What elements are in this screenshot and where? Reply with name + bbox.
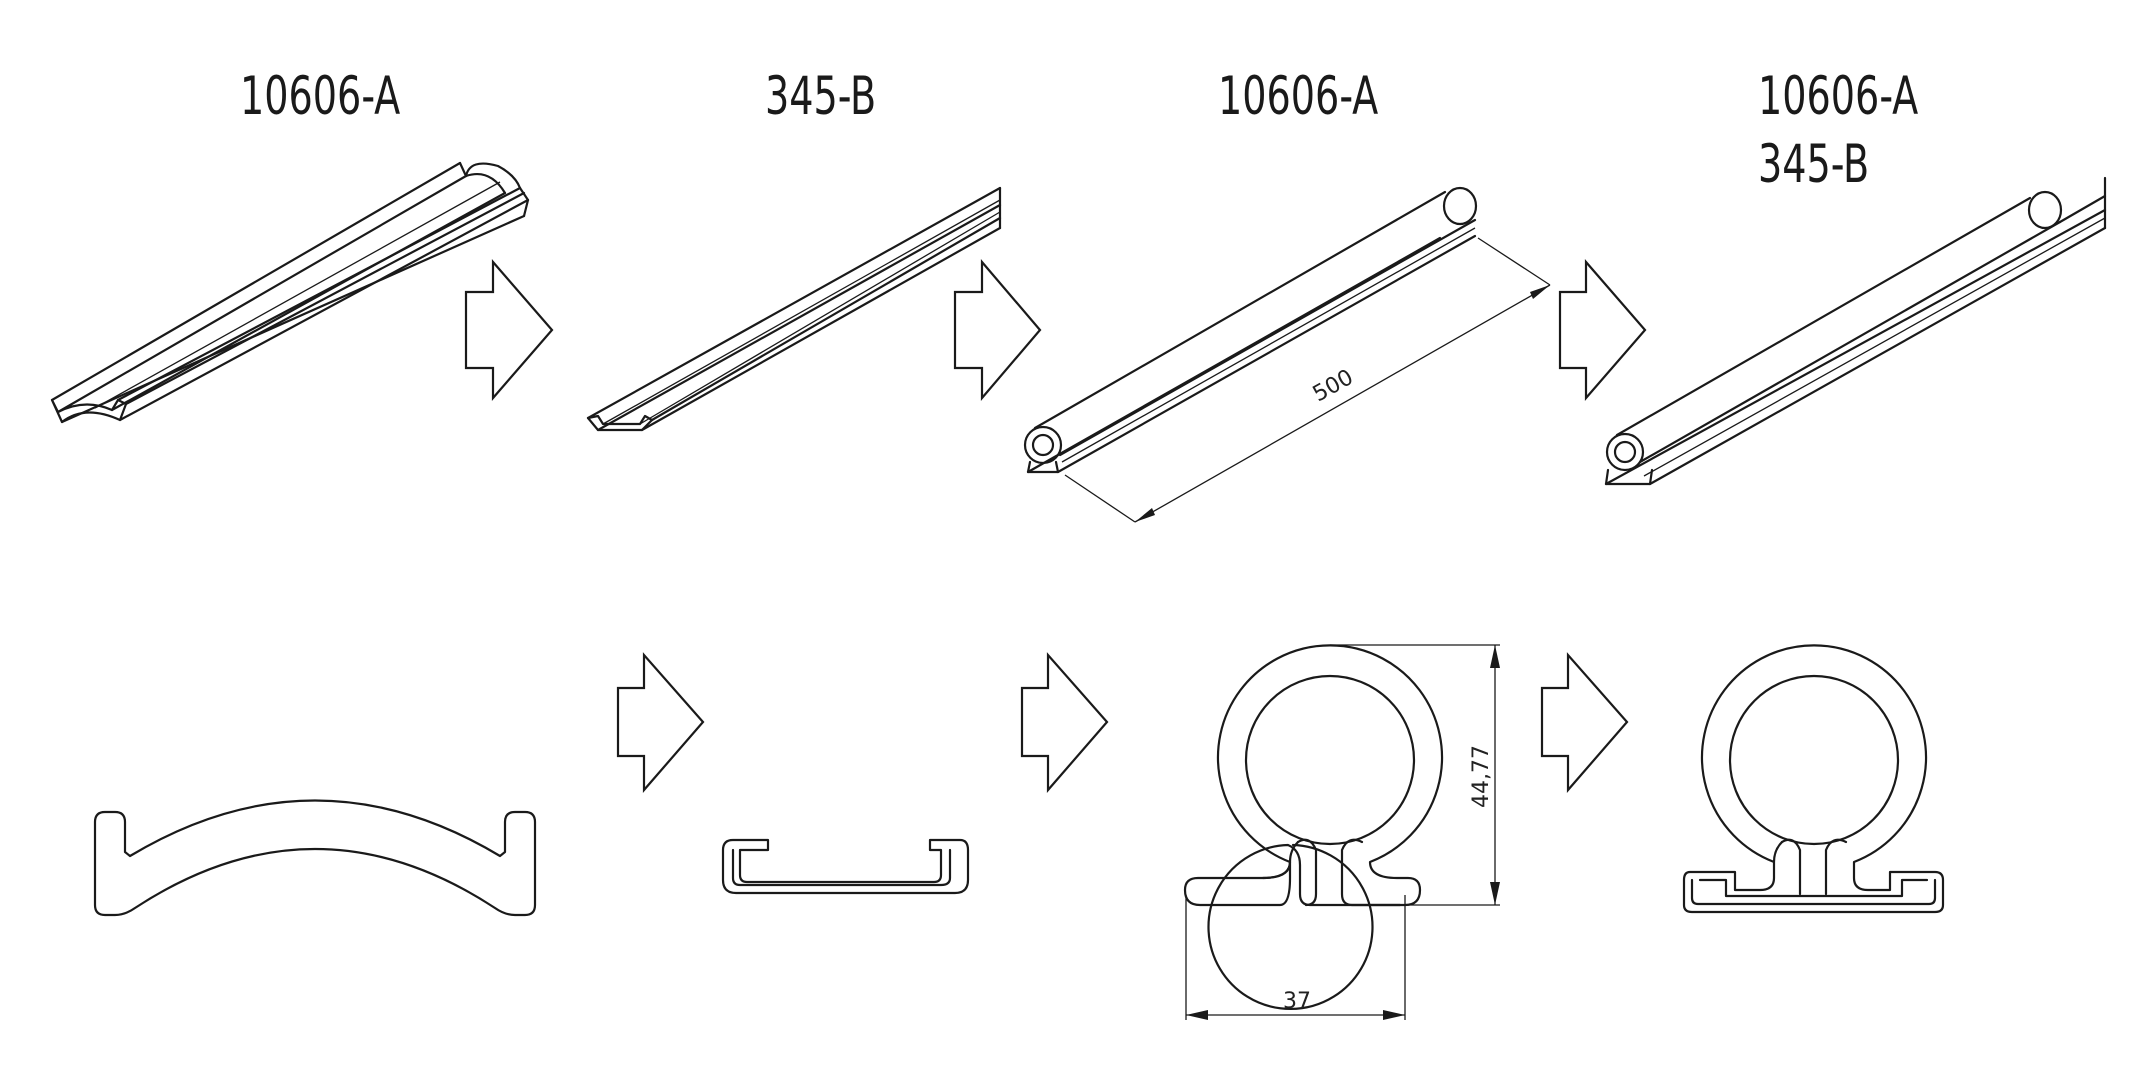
arrow-icon — [616, 652, 705, 793]
section-assembly — [1682, 644, 1945, 914]
label-profile-10606-a-step1: 10606-A — [240, 66, 401, 127]
dimension-height-text: 44,77 — [1469, 745, 1494, 808]
iso-profile-10606-a-omega: 500 — [1023, 186, 1551, 523]
arrow-icon — [953, 259, 1042, 401]
section-profile-10606-a-omega: 44,77 37 — [1183, 644, 1500, 1020]
label-profile-10606-a-step4: 10606-A — [1758, 66, 1919, 127]
label-profile-345-b-step2: 345-B — [765, 66, 877, 127]
iso-assembly — [1604, 176, 2107, 486]
arrow-icon — [1020, 652, 1109, 793]
iso-profile-345-b — [586, 186, 1002, 432]
iso-profile-10606-a — [50, 161, 530, 424]
section-profile-10606-a — [93, 799, 537, 917]
arrow-icon — [464, 259, 554, 401]
arrow-icon — [1558, 259, 1647, 401]
label-profile-345-b-step4: 345-B — [1758, 134, 1870, 195]
section-profile-345-b — [721, 838, 970, 895]
label-profile-10606-a-step3: 10606-A — [1218, 66, 1379, 127]
dimension-width-text: 37 — [1283, 989, 1311, 1014]
dimension-length-text: 500 — [1309, 365, 1358, 407]
arrow-icon — [1540, 652, 1629, 793]
